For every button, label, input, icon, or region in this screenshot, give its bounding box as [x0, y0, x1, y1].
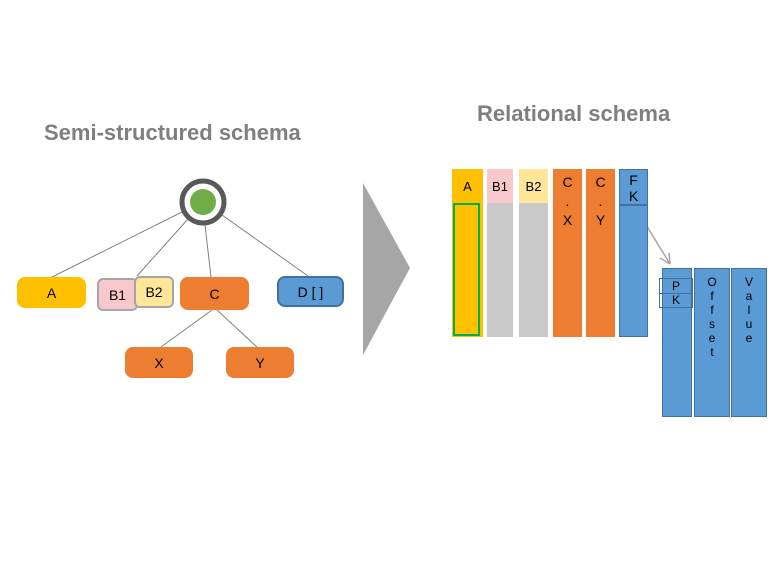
tree-node-b2: B2 — [134, 276, 174, 308]
tree-node-d-array: D [ ] — [277, 276, 344, 307]
relational-column-cx: C.X — [553, 169, 582, 337]
relational-column-b1: B1 — [487, 169, 513, 337]
relational-column-cy: C.Y — [586, 169, 615, 337]
fk-header-divider — [620, 204, 647, 206]
tree-edges — [51, 211, 309, 348]
root-green-dot-icon — [190, 189, 216, 215]
tree-node-b1: B1 — [97, 278, 138, 311]
tree-edge-root-c — [204, 224, 212, 278]
tree-node-y: Y — [226, 347, 294, 378]
transform-arrow-icon — [363, 183, 410, 355]
tree-edge-c-x — [160, 309, 213, 348]
relational-column-a: A — [452, 169, 483, 337]
tree-edge-root-b — [136, 218, 189, 277]
relational-column-cy-label: C.Y — [595, 174, 606, 228]
tree-edge-root-a — [51, 211, 183, 278]
pk-box-divider — [660, 293, 692, 294]
tree-edge-root-d — [221, 214, 309, 277]
tree-node-a: A — [17, 277, 86, 308]
relational-column-b2-body — [519, 203, 548, 337]
relational-column-b1-body — [487, 203, 513, 337]
column-a-highlight-border — [453, 203, 480, 336]
relational-column-a-label: A — [463, 178, 472, 194]
relational-column-cx-label: C.X — [562, 174, 573, 228]
relational-column-b2-label: B2 — [519, 169, 548, 203]
tree-edge-c-y — [216, 309, 258, 348]
tree-node-x: X — [125, 347, 193, 378]
tree-node-c: C — [180, 277, 249, 310]
semi-structured-schema-title: Semi-structured schema — [44, 120, 301, 145]
root-circle-icon — [179, 178, 227, 226]
value-table-pk-column — [662, 268, 692, 417]
relational-column-b2: B2 — [519, 169, 548, 337]
relational-column-b1-label: B1 — [487, 169, 513, 203]
relational-schema-title: Relational schema — [477, 101, 671, 126]
